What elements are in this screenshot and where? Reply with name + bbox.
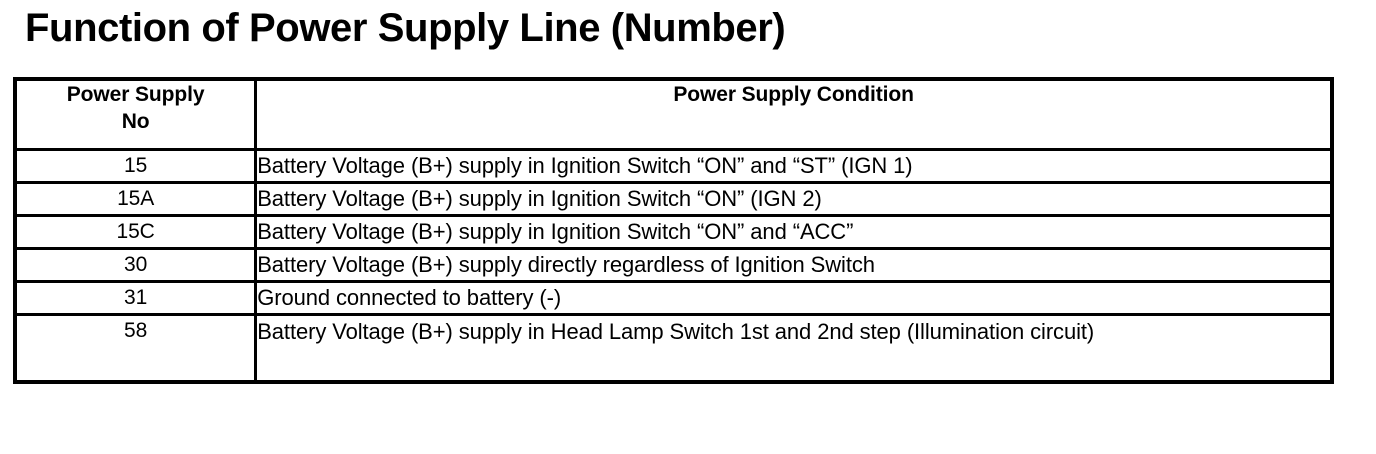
power-supply-table: Power Supply No Power Supply Condition 1… [13,77,1334,384]
table-body: 15 Battery Voltage (B+) supply in Igniti… [13,148,1334,384]
cell-power-supply-no: 15A [13,181,258,217]
cell-power-supply-condition: Battery Voltage (B+) supply in Ignition … [254,181,1334,217]
table-header-row: Power Supply No Power Supply Condition [13,77,1334,151]
table-row: 15A Battery Voltage (B+) supply in Ignit… [13,181,1334,217]
cell-power-supply-no: 31 [13,280,258,316]
cell-power-supply-condition: Ground connected to battery (-) [254,280,1334,316]
table-row: 15 Battery Voltage (B+) supply in Igniti… [13,148,1334,184]
column-header-line-1: Power Supply [66,83,205,106]
cell-power-supply-no: 15 [13,148,258,184]
page-title: Function of Power Supply Line (Number) [25,6,786,50]
column-header-power-supply-no: Power Supply No [13,77,258,151]
power-supply-table-wrapper: Power Supply No Power Supply Condition 1… [13,77,1334,384]
table-row: 30 Battery Voltage (B+) supply directly … [13,247,1334,283]
cell-power-supply-condition: Battery Voltage (B+) supply directly reg… [254,247,1334,283]
cell-power-supply-condition: Battery Voltage (B+) supply in Ignition … [254,214,1334,250]
table-row: 58 Battery Voltage (B+) supply in Head L… [13,313,1334,384]
cell-power-supply-condition: Battery Voltage (B+) supply in Ignition … [254,148,1334,184]
cell-power-supply-no: 58 [13,313,258,384]
column-header-line-2: No [121,110,150,133]
cell-power-supply-no: 30 [13,247,258,283]
table-header: Power Supply No Power Supply Condition [13,77,1334,151]
cell-power-supply-condition: Battery Voltage (B+) supply in Head Lamp… [254,313,1334,384]
column-header-power-supply-condition: Power Supply Condition [254,77,1334,151]
cell-power-supply-no: 15C [13,214,258,250]
table-row: 15C Battery Voltage (B+) supply in Ignit… [13,214,1334,250]
table-row: 31 Ground connected to battery (-) [13,280,1334,316]
